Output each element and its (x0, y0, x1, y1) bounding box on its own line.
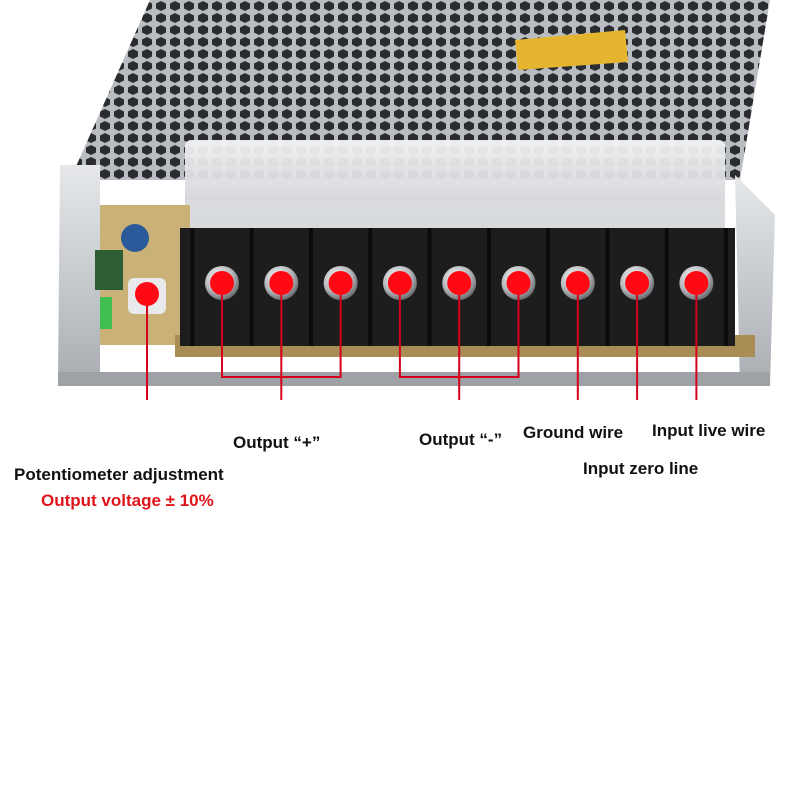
terminal-marker (269, 271, 294, 295)
warning-sticker (515, 30, 628, 70)
label-output-plus: Output “+” (233, 433, 321, 452)
terminal-divider (605, 228, 610, 346)
label-ground-wire: Ground wire (523, 423, 624, 442)
inductor (95, 250, 123, 290)
terminal-marker (387, 271, 412, 295)
casing-walls (58, 165, 775, 386)
label-output-voltage: Output voltage ± 10% (41, 491, 214, 510)
label-potentiometer: Potentiometer adjustment (14, 465, 224, 484)
terminal-divider (664, 228, 669, 346)
perforated-casing-top (70, 0, 770, 180)
terminal-divider (190, 228, 195, 346)
terminal-divider (724, 228, 729, 346)
power-supply-photo (58, 0, 775, 400)
terminal-divider (308, 228, 313, 346)
terminal-divider (368, 228, 373, 346)
terminal-marker (328, 271, 353, 295)
capacitor (121, 224, 149, 252)
terminal-divider (249, 228, 254, 346)
label-input-live-wire: Input live wire (652, 421, 766, 440)
terminal-marker (506, 271, 531, 295)
led-indicator (100, 297, 112, 329)
terminal-markers (135, 271, 709, 306)
terminal-marker (625, 271, 650, 295)
terminal-divider (427, 228, 432, 346)
terminal-divider (486, 228, 491, 346)
label-input-zero-line: Input zero line (583, 459, 699, 478)
terminal-marker (210, 271, 234, 295)
terminal-divider (546, 228, 551, 346)
terminal-marker (684, 271, 709, 295)
potentiometer-marker (135, 282, 159, 306)
leader-lines (146, 283, 698, 400)
terminal-marker (565, 271, 590, 295)
label-output-minus: Output “-” (419, 430, 503, 449)
terminal-marker (447, 271, 472, 295)
